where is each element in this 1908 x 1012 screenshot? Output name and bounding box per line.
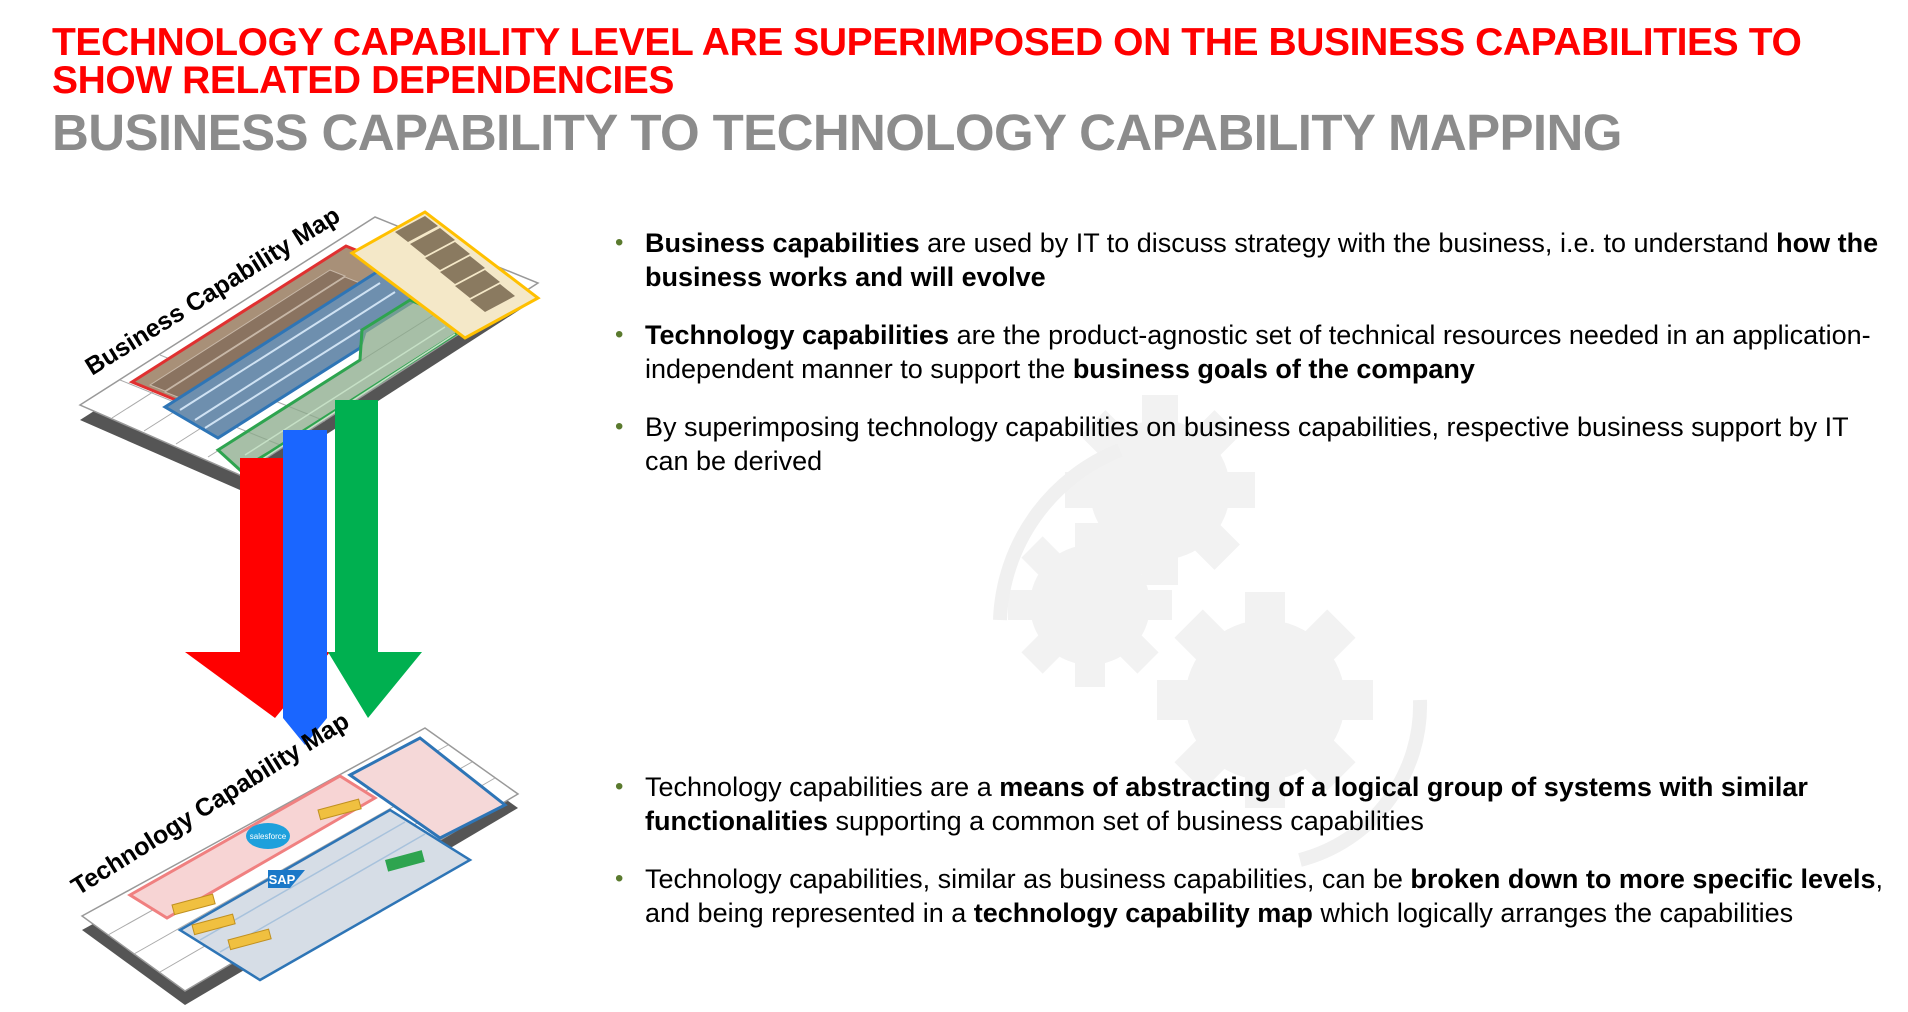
blue-arrow	[283, 430, 327, 745]
subtitle: BUSINESS CAPABILITY TO TECHNOLOGY CAPABI…	[52, 104, 1622, 161]
sap-logo-icon: SAP	[268, 870, 305, 888]
mapping-arrows	[185, 400, 422, 745]
technology-capability-map: salesforce SAP Technology Capability Map	[66, 707, 520, 1005]
bullet-broken-down: Technology capabilities, similar as busi…	[615, 862, 1885, 930]
bullet-business-capabilities: Business capabilities are used by IT to …	[615, 226, 1885, 294]
green-arrow	[328, 400, 422, 718]
svg-text:salesforce: salesforce	[250, 832, 287, 841]
main-title: TECHNOLOGY CAPABILITY LEVEL ARE SUPERIMP…	[52, 21, 1802, 102]
bullet-technology-capabilities: Technology capabilities are the product-…	[615, 318, 1885, 386]
svg-text:SAP: SAP	[269, 872, 296, 887]
bullet-list-top: Business capabilities are used by IT to …	[615, 226, 1885, 502]
bullet-list-bottom: Technology capabilities are a means of a…	[615, 770, 1885, 954]
bullet-superimposing: By superimposing technology capabilities…	[615, 410, 1885, 478]
salesforce-logo-icon: salesforce	[246, 823, 290, 849]
bullet-abstracting: Technology capabilities are a means of a…	[615, 770, 1885, 838]
